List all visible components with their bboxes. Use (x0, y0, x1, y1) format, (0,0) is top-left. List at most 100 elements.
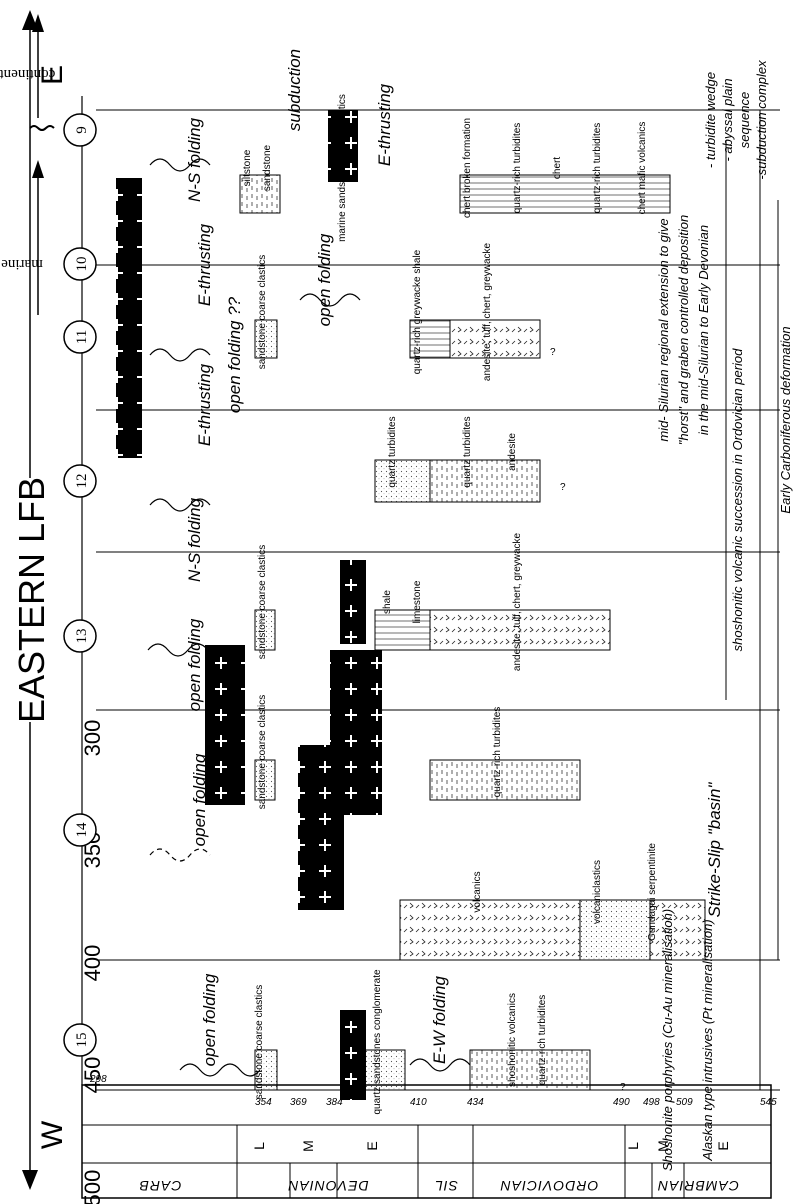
strat-unit (254, 609, 276, 651)
lith-label: chert mafic volcanics (637, 122, 648, 215)
marine-label: marine (1, 256, 43, 272)
strat-unit (429, 459, 541, 503)
strat-unit (254, 759, 276, 801)
note-turbidite: - abyssal plain (720, 78, 735, 161)
question-mark: ? (560, 482, 566, 493)
lith-label: siltstone (242, 149, 253, 186)
strike-slip-label: Strike-Slip "basin" (705, 782, 724, 918)
zone-badge-14: 14 (63, 813, 97, 847)
note-turbidite: - turbidite wedge (703, 72, 718, 168)
tick-minor: 509 (676, 1097, 693, 1108)
strat-unit (649, 899, 706, 961)
zone-badge-9: 9 (63, 113, 97, 147)
folding-label: N-S folding (185, 117, 204, 202)
granite-block (340, 560, 366, 644)
lith-label: sandstone coarse clastics (254, 985, 265, 1100)
tick-label: 500 (80, 1170, 105, 1204)
lith-label: quartz turbidites (462, 416, 473, 487)
arrow-left-icon (32, 14, 44, 32)
lith-label: quartz-rich turbidites (512, 123, 523, 214)
zone-badge-15: 15 (63, 1023, 97, 1057)
arrow-left-icon (32, 160, 44, 178)
unconformity-icon (29, 125, 55, 131)
lith-label: quartz turbidites (387, 416, 398, 487)
west-label: W (36, 1120, 69, 1149)
thrusting-label: E-thrusting (195, 363, 214, 446)
continental-label: continental (0, 66, 55, 82)
tick-label: 400 (80, 945, 105, 982)
granite-blocks (116, 110, 382, 1100)
tick-label: 450 (80, 1057, 105, 1094)
tick-minor: 545 (760, 1097, 777, 1108)
tick-minor: 384 (326, 1097, 343, 1108)
note-turbidite: -subduction complex (754, 60, 769, 180)
strat-unit (469, 1049, 591, 1091)
note-shoshonitic: shoshonitic volcanic succession in Ordov… (730, 348, 745, 652)
period-devonian: DEVONIAN (287, 1178, 368, 1194)
range-arrows (725, 110, 779, 1090)
strat-unit (374, 609, 431, 651)
granite-block (205, 645, 245, 805)
zone-badge-10: 10 (63, 247, 97, 281)
tick-minor: 369 (290, 1097, 307, 1108)
tick-label: 300 (80, 720, 105, 757)
period-ordovician: ORDOVICIAN (500, 1178, 599, 1194)
note-silurian: in the mid-Silurian to Early Devonian (696, 225, 711, 435)
lith-label: sandstone (262, 144, 273, 191)
thrusting-label: E-thrusting (195, 223, 214, 306)
lith-label: shoshonitic volcanics (507, 993, 518, 1087)
folding-label: open folding (190, 753, 209, 846)
question-mark: ? (620, 1082, 626, 1093)
strat-unit (429, 759, 581, 801)
lith-label: andesite, tuff, chert, greywacke (512, 532, 523, 671)
zone-badge-11: 11 (63, 320, 97, 354)
tick-minor: 298 (89, 1074, 107, 1085)
question-marks: ? ? ? (550, 347, 626, 1093)
lith-label: chert (552, 157, 563, 179)
zone-number: 11 (74, 330, 90, 344)
lith-label: quartz-rich turbidites (592, 123, 603, 214)
strat-unit (374, 459, 431, 503)
lith-label: Gundagai serpentinite (647, 843, 658, 941)
strat-unit (254, 319, 278, 359)
lith-label: chert broken formation (462, 118, 473, 218)
note-alaskan: Alaskan type intrusives (Pt mineralisati… (700, 919, 715, 1161)
environment-legend: marine continental (0, 14, 55, 315)
lith-label: volcanics (472, 871, 483, 912)
tick-minor: 434 (467, 1097, 484, 1108)
arrow-up-icon (22, 10, 38, 30)
lith-label: limestone (412, 580, 423, 623)
page-title: EASTERN LFB (11, 477, 52, 723)
lith-label: shale (382, 590, 393, 614)
strat-unit (399, 899, 581, 961)
lith-label: sandstone coarse clastics (257, 255, 268, 370)
lith-label: quartz-rich turbidites (492, 707, 503, 798)
zone-badge-13: 13 (63, 619, 97, 653)
tick-minor: 498 (643, 1097, 660, 1108)
epoch-label: E (715, 1141, 731, 1150)
strat-unit (459, 174, 671, 214)
title-group: EASTERN LFB W E (11, 10, 69, 1190)
note-silurian: mid- Silurian regional extension to give (656, 218, 671, 441)
epoch-label: E (364, 1141, 380, 1150)
lith-label: andesite, tuff, chert, greywacke (482, 242, 493, 381)
zone-number: 9 (74, 126, 90, 134)
period-cambrian: CAMBRIAN (657, 1178, 739, 1194)
lith-label: quartz-rich turbidites (537, 995, 548, 1086)
fold-icon (149, 498, 211, 512)
period-carb: CARB (139, 1178, 182, 1194)
fold-icon (147, 643, 209, 657)
zone-number: 14 (74, 822, 90, 838)
strat-unit (364, 1049, 406, 1091)
lith-label: andesite (507, 433, 518, 471)
lith-label: quartz-rich greywacke shale (412, 249, 423, 374)
question-mark: ? (550, 347, 556, 358)
strat-columns (239, 174, 706, 1091)
lith-label: volcaniclastics (592, 860, 603, 924)
lith-label: sandstone coarse clastics (257, 545, 268, 660)
tick-minor: 410 (410, 1097, 427, 1108)
fold-icon (299, 293, 361, 307)
event-labels: open folding open folding open folding N… (185, 49, 724, 1066)
granite-block (328, 110, 358, 182)
